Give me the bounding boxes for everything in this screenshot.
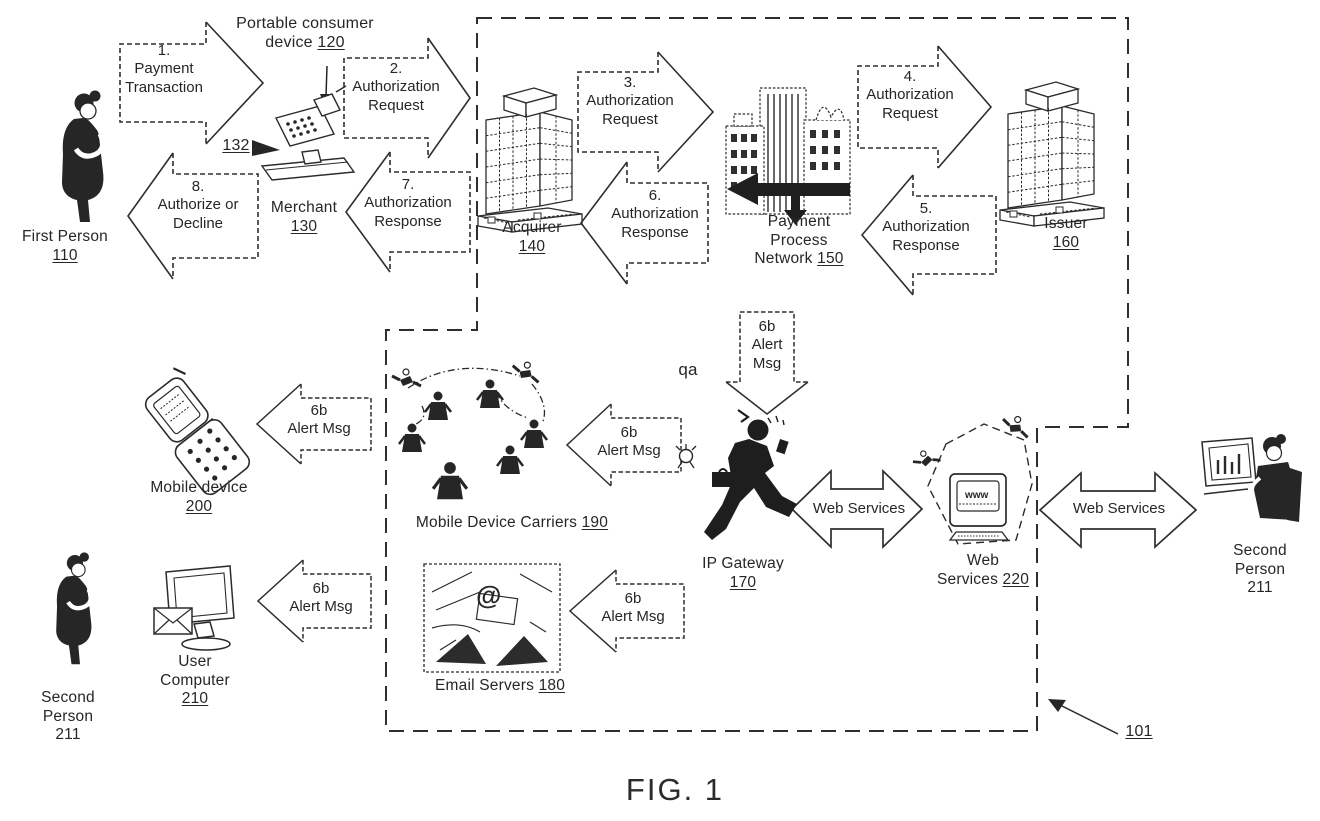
arrow-label-3: 3. Authorization Request: [586, 74, 674, 128]
second-person-left-icon: [56, 552, 91, 664]
label-first-person: First Person 110: [22, 228, 108, 264]
label-101: 101: [1125, 723, 1153, 740]
arrow-4-authorization-request: [857, 45, 993, 169]
arrow-label-6b-computer: 6b Alert Msg: [289, 580, 353, 616]
web-services-computer-icon: www: [909, 410, 1035, 545]
arrow-label-5: 5. Authorization Response: [882, 200, 970, 254]
arrow-5-authorization-response: [860, 174, 997, 296]
label-acquirer: Acquirer 140: [502, 219, 562, 255]
merchant-terminal-icon: [260, 85, 356, 181]
arrow-6-authorization-response: [579, 161, 709, 285]
system-boundary-101: [385, 17, 1129, 732]
second-person-right-icon: [1201, 434, 1302, 522]
label-ip-gateway: IP Gateway 170: [702, 555, 784, 591]
mobile-device-icon: [144, 367, 251, 496]
arrow-2-authorization-request: [343, 37, 471, 159]
ip-gateway-icon: [675, 409, 797, 540]
arrow-label-6b-mobile: 6b Alert Msg: [287, 402, 351, 438]
arrow-6b-alert-down: [725, 311, 809, 415]
arrow-6b-alert-email: [568, 569, 685, 653]
pointer-132: [252, 140, 280, 156]
issuer-building-icon: [999, 81, 1105, 227]
label-second-person-right: Second Person 211: [1233, 542, 1287, 597]
arrow-label-2: 2. Authorization Request: [352, 60, 440, 114]
label-second-person-left: Second Person 211: [41, 689, 95, 744]
ppn-left-arrow-icon: [727, 173, 850, 205]
label-web-services-node: Web Services 220: [936, 552, 1030, 588]
arrow-6b-alert-carriers: [565, 403, 682, 487]
label-portable-consumer-device: Portable consumer device 120: [236, 15, 374, 52]
label-mobile-device-carriers: Mobile Device Carriers 190: [415, 514, 609, 531]
arrow-label-6: 6. Authorization Response: [611, 187, 699, 241]
arrow-label-6b-email: 6b Alert Msg: [601, 590, 665, 626]
label-email-servers: Email Servers 180: [434, 677, 566, 694]
label-merchant: Merchant 130: [270, 199, 338, 235]
label-web-services-arrow-right: Web Services: [1072, 500, 1166, 517]
arrow-7-authorization-response: [345, 151, 471, 273]
arrow-label-7: 7. Authorization Response: [364, 176, 452, 230]
label-mobile-device: Mobile device 200: [150, 479, 248, 515]
label-issuer: Issuer 160: [1044, 215, 1088, 251]
ppn-down-arrow-icon: [784, 196, 807, 225]
figure-caption: FIG. 1: [625, 772, 725, 807]
arrow-3-authorization-request: [577, 51, 715, 173]
arrow-label-6b-carriers: 6b Alert Msg: [597, 424, 661, 460]
arrow-1-payment-transaction: [119, 21, 265, 145]
label-user-computer: User Computer 210: [160, 653, 230, 708]
label-132: 132: [222, 137, 250, 154]
mobile-device-carriers-icon: [390, 357, 549, 501]
label-payment-process-network: Payment Process Network 150: [754, 213, 844, 268]
web-services-arrow-right: [1038, 471, 1198, 549]
label-web-services-arrow-left: Web Services: [812, 500, 906, 517]
arrow-8-authorize-or-decline: [127, 152, 259, 280]
arrow-6b-alert-computer: [256, 559, 372, 643]
arrow-6b-alert-mobile: [255, 383, 372, 465]
label-qa: qa: [678, 360, 698, 379]
email-at-glyph: @: [476, 580, 501, 610]
first-person-icon: [62, 91, 103, 223]
arrow-label-8: 8. Authorize or Decline: [157, 178, 239, 232]
arrow-label-1: 1. Payment Transaction: [125, 42, 203, 96]
acquirer-building-icon: [477, 87, 583, 233]
email-servers-icon: @: [423, 563, 561, 673]
arrow-label-4: 4. Authorization Request: [866, 68, 954, 122]
web-services-arrow-left: [790, 468, 924, 550]
arrow-label-6b-down: 6b Alert Msg: [751, 318, 783, 372]
www-screen-text: www: [964, 490, 989, 501]
leader-line-101: [1048, 699, 1119, 735]
user-computer-icon: [153, 565, 235, 651]
